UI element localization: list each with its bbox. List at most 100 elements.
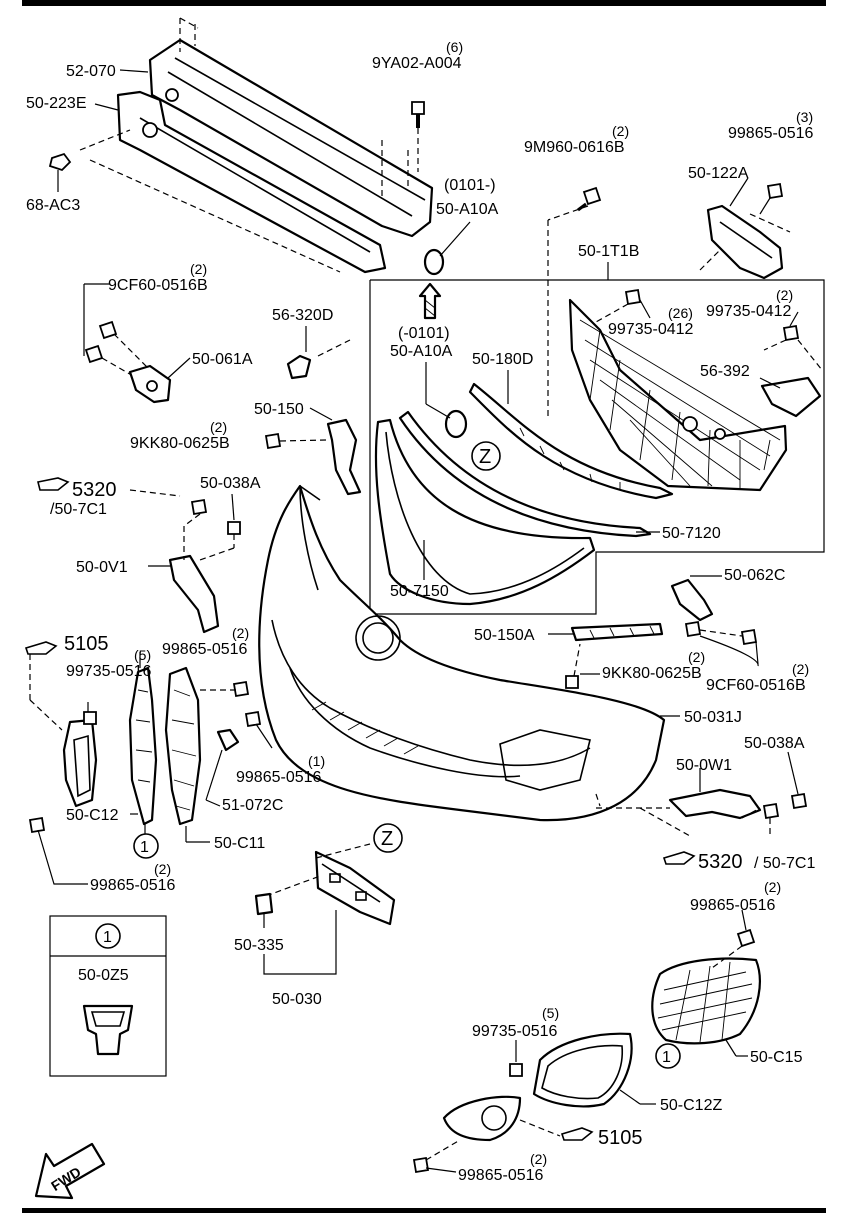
bracket-062c	[670, 575, 759, 667]
label-50-122a: 50-122A	[688, 165, 749, 182]
front-up-arrow	[418, 282, 442, 320]
bracket-061a-assembly	[83, 283, 191, 404]
label-50-038a-right: 50-038A	[744, 735, 805, 752]
fog-grille-c15	[651, 909, 761, 1057]
bumper-reinforcement	[148, 17, 434, 238]
label-99865-right: 99865-0516	[690, 897, 776, 914]
qty-9kk80-mid: (2)	[688, 649, 705, 665]
label-99865-mid: 99865-0516	[162, 641, 248, 658]
label-56-320d: 56-320D	[272, 307, 333, 324]
label-99865-lower: 99865-0516	[90, 877, 176, 894]
label-5320-bottom: 5320	[698, 851, 743, 873]
label-50-c15: 50-C15	[750, 1049, 803, 1066]
zone-z-callout-a	[471, 441, 501, 471]
label-50-150a: 50-150A	[474, 627, 535, 644]
label-99865-bottom: 99865-0516	[458, 1167, 544, 1184]
label-52-070: 52-070	[66, 63, 116, 80]
garnish-a10a-top	[423, 221, 471, 276]
bracket-150a	[548, 622, 664, 689]
hood-seal-392	[759, 376, 822, 418]
label-9ya02: 9YA02-A004	[372, 55, 462, 72]
clip-320d	[286, 326, 351, 380]
label-50-062c: 50-062C	[724, 567, 785, 584]
molding-7150	[374, 418, 596, 606]
fog-lamp-left	[62, 711, 98, 808]
bracket-122a	[699, 177, 791, 280]
top-border	[22, 0, 826, 6]
label-50-c12z: 50-C12Z	[660, 1097, 722, 1114]
label-56-392: 56-392	[700, 363, 750, 380]
label-99735-0516-right: 99735-0516	[472, 1023, 558, 1040]
bracket-0w1	[596, 768, 762, 837]
label-9kk80-mid: 9KK80-0625B	[602, 665, 702, 682]
zone-z-callout-b	[373, 823, 403, 853]
clip-038a-left	[183, 493, 241, 548]
molding-7120	[398, 410, 660, 538]
clip-038a-right	[741, 751, 808, 836]
qty-9cf60-left: (2)	[190, 261, 207, 277]
ref-5320-bottom	[662, 851, 696, 865]
license-bracket-030	[265, 843, 396, 926]
label-0101-note: (0101-)	[444, 177, 496, 194]
label-50-0w1: 50-0W1	[676, 757, 732, 774]
bezel-c12z	[509, 1032, 656, 1108]
label-99735-0412-b: 99735-0412	[706, 303, 792, 320]
label-9cf60-right: 9CF60-0516B	[706, 677, 806, 694]
label-50-7150: 50-7150	[390, 583, 449, 600]
label-50-335: 50-335	[234, 937, 284, 954]
label-99735-0516-left: 99735-0516	[66, 663, 152, 680]
label-50-030: 50-030	[272, 991, 322, 1008]
qty-99735-0516-left: (5)	[134, 647, 151, 663]
radiator-grille	[568, 298, 788, 492]
label-99865-top: 99865-0516	[728, 125, 814, 142]
bracket-150	[264, 407, 362, 496]
legend-callout: 1	[103, 929, 112, 946]
fog-lamp-right	[412, 1095, 594, 1174]
qty-9kk80-top: (2)	[210, 419, 227, 435]
qty-9cf60-right: (2)	[792, 661, 809, 677]
ref-5320-top	[37, 477, 181, 497]
qty-99735-0412-a: (26)	[668, 305, 693, 321]
label-9cf60-left: 9CF60-0516B	[108, 277, 208, 294]
forward-direction-arrow	[34, 1142, 106, 1200]
bolt-68ac3	[48, 152, 72, 192]
label-50-038a-left: 50-038A	[200, 475, 261, 492]
callout-1-right	[655, 1043, 681, 1069]
bracket-c11	[164, 666, 273, 843]
ref-5105-left	[24, 641, 63, 731]
clip-335	[254, 892, 337, 975]
qty-9m960: (2)	[612, 123, 629, 139]
garnish-a10a-inner	[425, 362, 468, 439]
label-5320-bottom-sub: / 50-7C1	[754, 855, 815, 872]
qty-99865-right: (2)	[764, 879, 781, 895]
label-50-c11: 50-C11	[214, 835, 265, 852]
label-callout-1-b: 1	[662, 1049, 671, 1066]
label-50-0v1: 50-0V1	[76, 559, 128, 576]
legend-part: 50-0Z5	[78, 967, 129, 984]
qty-99865-mid2: (1)	[308, 753, 325, 769]
label-50-150: 50-150	[254, 401, 304, 418]
bolt-9m960	[547, 186, 602, 420]
callout-1-left	[133, 833, 159, 859]
lower-left-bolts	[28, 652, 146, 885]
label-zone-z-b: Z	[381, 828, 393, 850]
label-5320-top-sub: /50-7C1	[50, 501, 107, 518]
label-50-1t1b: 50-1T1B	[578, 243, 639, 260]
label-9kk80-top: 9KK80-0625B	[130, 435, 230, 452]
qty-99865-mid: (2)	[232, 625, 249, 641]
qty-99865-top: (3)	[796, 109, 813, 125]
legend-box	[49, 915, 167, 1077]
energy-absorber	[79, 90, 387, 274]
bracket-0v1	[148, 526, 235, 634]
label-51-072c: 51-072C	[222, 797, 283, 814]
molding-180d	[468, 370, 674, 500]
label-0101-note-b: (-0101)	[398, 325, 450, 342]
label-50-a10a-inner: 50-A10A	[390, 343, 453, 360]
label-5105-bottom: 5105	[598, 1127, 643, 1149]
label-50-7120: 50-7120	[662, 525, 721, 542]
label-50-a10a-top: 50-A10A	[436, 201, 499, 218]
label-9m960: 9M960-0616B	[524, 139, 625, 156]
label-callout-1-a: 1	[140, 839, 149, 856]
label-5105-left: 5105	[64, 633, 109, 655]
